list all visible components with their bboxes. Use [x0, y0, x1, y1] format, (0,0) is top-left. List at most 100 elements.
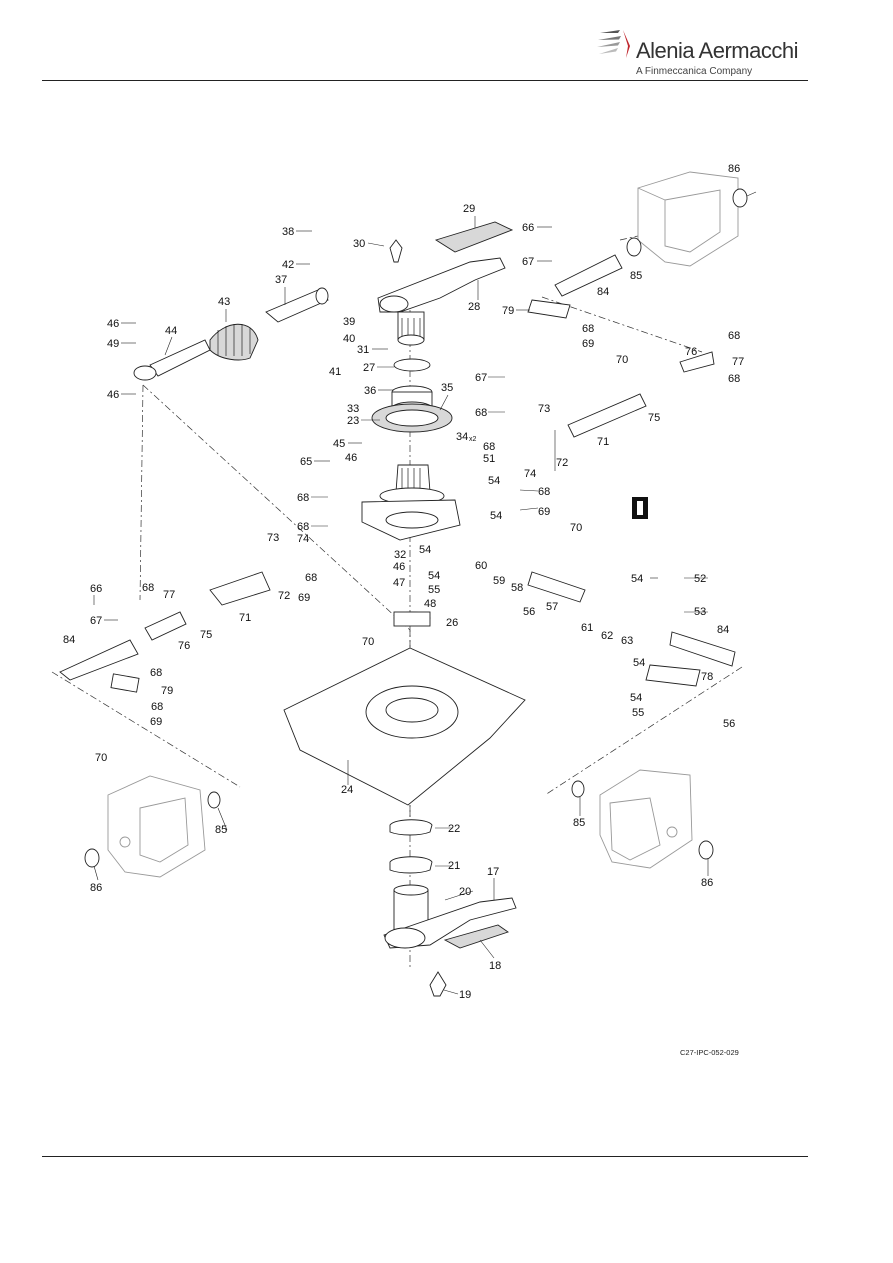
callout-46: 46	[107, 389, 119, 401]
callout-26: 26	[446, 617, 458, 629]
callout-68: 68	[728, 330, 740, 342]
callout-84: 84	[597, 286, 609, 298]
callout-68: 68	[297, 521, 309, 533]
callout-21: 21	[448, 860, 460, 872]
callout-46: 46	[107, 318, 119, 330]
sensor-housing-top-right	[637, 171, 757, 267]
callout-77: 77	[732, 356, 744, 368]
callout-54: 54	[631, 573, 643, 585]
callout-76: 76	[178, 640, 190, 652]
callout-67: 67	[475, 372, 487, 384]
callout-33: 33	[347, 403, 359, 415]
callout-43: 43	[218, 296, 230, 308]
callout-24: 24	[341, 784, 353, 796]
callout-68: 68	[297, 492, 309, 504]
callout-86: 86	[90, 882, 102, 894]
callout-35: 35	[441, 382, 453, 394]
callout-70: 70	[570, 522, 582, 534]
callout-85: 85	[215, 824, 227, 836]
left-linkage	[59, 287, 329, 693]
callout-70: 70	[95, 752, 107, 764]
upper-pedal-assembly	[361, 221, 514, 627]
figure-marker-inner	[637, 501, 643, 515]
callout-73: 73	[267, 532, 279, 544]
callout-42: 42	[282, 259, 294, 271]
callout-74: 74	[297, 533, 309, 545]
callout-71: 71	[597, 436, 609, 448]
callout-68: 68	[582, 323, 594, 335]
callout-68: 68	[728, 373, 740, 385]
callout-68: 68	[538, 486, 550, 498]
drawing-reference: C27-IPC-052-029	[680, 1048, 739, 1057]
callout-58: 58	[511, 582, 523, 594]
callout-56: 56	[723, 718, 735, 730]
callout-32: 32	[394, 549, 406, 561]
callout-79: 79	[161, 685, 173, 697]
callout-46: 46	[345, 452, 357, 464]
callout-48: 48	[424, 598, 436, 610]
callout-86: 86	[728, 163, 740, 175]
callout-34-qty: x2	[469, 436, 477, 443]
callout-74: 74	[524, 468, 536, 480]
sensor-housing-bottom-right	[571, 769, 714, 869]
callout-54: 54	[633, 657, 645, 669]
callout-31: 31	[357, 344, 369, 356]
callout-68: 68	[142, 582, 154, 594]
callout-45: 45	[333, 438, 345, 450]
callout-69: 69	[150, 716, 162, 728]
callout-57: 57	[546, 601, 558, 613]
callout-54: 54	[490, 510, 502, 522]
callout-46: 46	[393, 561, 405, 573]
callout-70: 70	[616, 354, 628, 366]
callout-72: 72	[556, 457, 568, 469]
callout-36: 36	[364, 385, 376, 397]
header-divider	[42, 80, 808, 81]
right-linkage	[527, 237, 736, 687]
callout-41: 41	[329, 366, 341, 378]
callout-52: 52	[694, 573, 706, 585]
callout-75: 75	[200, 629, 212, 641]
callout-71: 71	[239, 612, 251, 624]
callout-65: 65	[300, 456, 312, 468]
sensor-housing-bottom-left	[84, 775, 221, 878]
callout-37: 37	[275, 274, 287, 286]
callout-17: 17	[487, 866, 499, 878]
callout-60: 60	[475, 560, 487, 572]
callout-68: 68	[475, 407, 487, 419]
callout-66: 66	[522, 222, 534, 234]
lower-pedal-assembly	[383, 819, 517, 997]
footer-divider	[42, 1156, 808, 1157]
callout-69: 69	[582, 338, 594, 350]
callout-78: 78	[701, 671, 713, 683]
company-logo: Alenia Aermacchi A Finmeccanica Company	[596, 24, 798, 80]
callout-23: 23	[347, 415, 359, 427]
leader-lines	[93, 216, 709, 995]
callout-76: 76	[685, 346, 697, 358]
callout-63: 63	[621, 635, 633, 647]
callout-85: 85	[573, 817, 585, 829]
callout-85: 85	[630, 270, 642, 282]
callout-68: 68	[150, 667, 162, 679]
brand-tagline: A Finmeccanica Company	[636, 66, 753, 77]
callout-54: 54	[488, 475, 500, 487]
callout-56: 56	[523, 606, 535, 618]
callout-68: 68	[151, 701, 163, 713]
callout-61: 61	[581, 622, 593, 634]
callout-54: 54	[419, 544, 431, 556]
callout-20: 20	[459, 886, 471, 898]
callout-28: 28	[468, 301, 480, 313]
callout-66: 66	[90, 583, 102, 595]
aermacchi-swoosh-icon	[597, 30, 630, 58]
callout-18: 18	[489, 960, 501, 972]
callout-44: 44	[165, 325, 177, 337]
callout-22: 22	[448, 823, 460, 835]
callout-59: 59	[493, 575, 505, 587]
callout-29: 29	[463, 203, 475, 215]
callout-62: 62	[601, 630, 613, 642]
callout-39: 39	[343, 316, 355, 328]
callout-34: 34	[456, 431, 468, 443]
callout-55: 55	[428, 584, 440, 596]
callout-51: 51	[483, 453, 495, 465]
callout-55: 55	[632, 707, 644, 719]
